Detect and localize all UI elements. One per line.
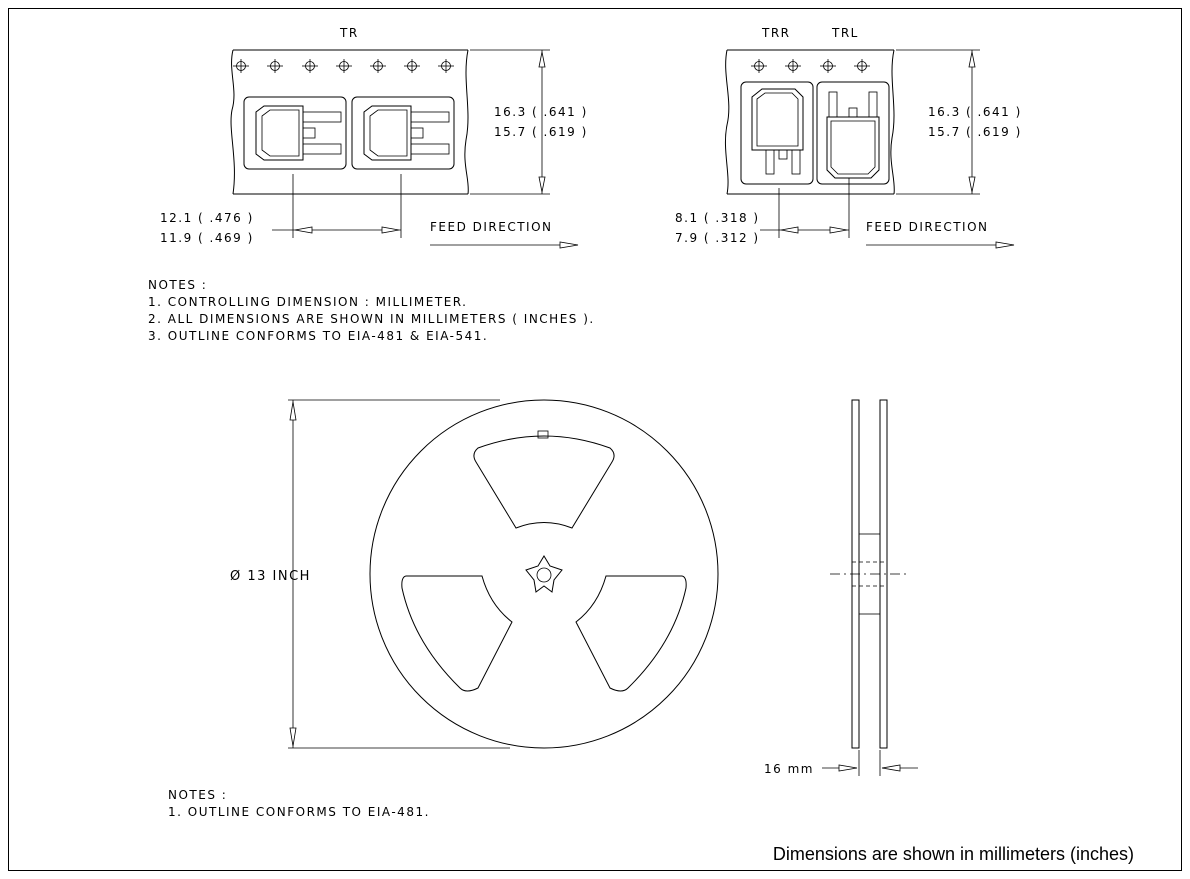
trr-feed-direction-label: FEED DIRECTION — [866, 220, 989, 234]
width-dimension — [822, 750, 918, 776]
pocket-trl — [816, 81, 890, 185]
trr-height-max: 16.3 ( .641 ) — [928, 105, 1022, 119]
tr-pitch-min: 11.9 ( .469 ) — [160, 231, 254, 245]
trr-pitch-min: 7.9 ( .312 ) — [675, 231, 760, 245]
notes-top: NOTES : 1. CONTROLLING DIMENSION : MILLI… — [148, 278, 595, 343]
notes-bottom-title: NOTES : — [168, 788, 227, 802]
reel-width-label: 16 mm — [764, 762, 814, 776]
tr-feed-arrow — [430, 241, 579, 249]
reel-front-view: Ø 13 INCH — [230, 399, 719, 749]
pocket-trr — [740, 81, 814, 185]
pocket-1 — [243, 96, 347, 170]
sprocket-holes — [232, 58, 455, 74]
tape-break-right — [890, 49, 895, 195]
tape-tr-label: TR — [339, 26, 359, 40]
reel-window-top — [473, 435, 615, 529]
reel-window-notch — [537, 430, 549, 439]
reel-outline — [369, 399, 719, 749]
tape-tr-diagram: TR — [160, 26, 588, 249]
reel-window-right — [575, 575, 687, 692]
notes-top-item: 1. CONTROLLING DIMENSION : MILLIMETER. — [148, 295, 468, 309]
height-dimension — [896, 49, 980, 195]
pitch-dimension — [272, 174, 402, 238]
dimensions-footnote: Dimensions are shown in millimeters (inc… — [772, 844, 1134, 864]
tape-break-left — [230, 49, 235, 195]
drawing-frame — [8, 8, 1182, 871]
tape-trr-label: TRR — [761, 26, 791, 40]
trr-height-min: 15.7 ( .619 ) — [928, 125, 1022, 139]
tape-trr-trl-diagram: TRR TRL — [675, 26, 1022, 249]
reel-hub — [525, 555, 563, 593]
reel-hub-hole — [536, 567, 552, 583]
reel-window-left — [401, 575, 513, 692]
tape-trl-label: TRL — [831, 26, 859, 40]
notes-bottom: NOTES : 1. OUTLINE CONFORMS TO EIA-481. — [168, 788, 430, 819]
trr-feed-arrow — [866, 241, 1015, 249]
trr-pitch-max: 8.1 ( .318 ) — [675, 211, 760, 225]
tape-break-right — [464, 49, 469, 195]
notes-top-title: NOTES : — [148, 278, 207, 292]
notes-top-item: 2. ALL DIMENSIONS ARE SHOWN IN MILLIMETE… — [148, 312, 595, 326]
pocket-2 — [351, 96, 455, 170]
diameter-dimension — [288, 399, 510, 749]
pitch-dimension — [760, 178, 850, 238]
notes-bottom-item: 1. OUTLINE CONFORMS TO EIA-481. — [168, 805, 430, 819]
sprocket-holes — [750, 58, 871, 74]
notes-top-item: 3. OUTLINE CONFORMS TO EIA-481 & EIA-541… — [148, 329, 488, 343]
tape-break-left — [724, 49, 730, 195]
tr-pitch-max: 12.1 ( .476 ) — [160, 211, 254, 225]
height-dimension — [470, 49, 550, 195]
reel-diameter-label: Ø 13 INCH — [230, 569, 311, 584]
tr-height-max: 16.3 ( .641 ) — [494, 105, 588, 119]
tr-feed-direction-label: FEED DIRECTION — [430, 220, 553, 234]
reel-side-view: 16 mm — [764, 399, 918, 776]
tr-height-min: 15.7 ( .619 ) — [494, 125, 588, 139]
